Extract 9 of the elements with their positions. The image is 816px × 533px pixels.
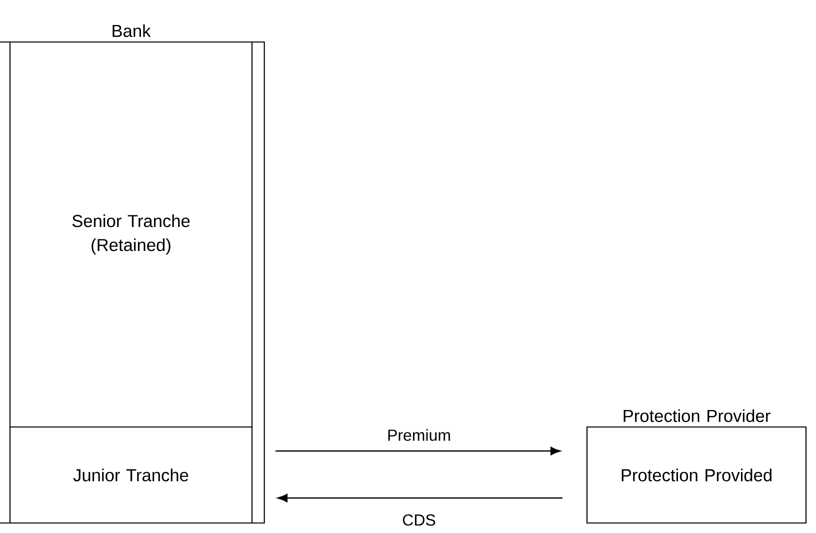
arrow <box>276 446 560 456</box>
arrow <box>278 494 562 502</box>
edge-label: Premium <box>386 428 452 442</box>
tranche-box: Junior Tranche <box>9 426 253 524</box>
provider-box: Protection Provided <box>586 426 807 524</box>
heading: Bank <box>112 24 151 38</box>
tranche-box: Senior Tranche (Retained) <box>9 41 253 428</box>
heading: Protection Provider <box>624 409 770 422</box>
edge-label: CDS <box>400 513 438 527</box>
